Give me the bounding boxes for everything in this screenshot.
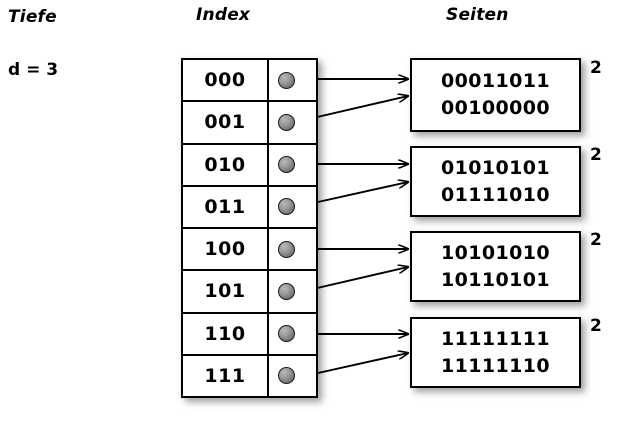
page-bucket[interactable]: 10101010 10110101 — [410, 231, 581, 302]
page-bucket[interactable]: 11111111 11111110 — [410, 317, 581, 388]
index-key: 000 — [183, 60, 269, 101]
index-key: 101 — [183, 271, 269, 312]
local-depth-label: 2 — [590, 230, 602, 250]
page-record: 11111111 — [441, 327, 550, 350]
index-pointer-cell[interactable] — [269, 229, 316, 269]
table-row[interactable]: 000 — [183, 60, 316, 103]
table-row[interactable]: 100 — [183, 229, 316, 272]
page-record: 10101010 — [441, 241, 550, 264]
page-bucket[interactable]: 00011011 00100000 — [410, 58, 581, 132]
column-header-index: Index — [196, 5, 251, 25]
index-pointer-cell[interactable] — [269, 145, 316, 185]
index-pointer-cell[interactable] — [269, 314, 316, 354]
page-record: 01010101 — [441, 156, 550, 179]
local-depth-label: 2 — [590, 316, 602, 336]
pointer-dot-icon — [278, 325, 295, 343]
page-record: 00011011 — [441, 70, 550, 93]
column-header-tiefe: Tiefe — [8, 7, 57, 27]
index-key: 111 — [183, 355, 269, 396]
pointer-dot-icon — [278, 71, 295, 89]
index-pointer-cell[interactable] — [269, 102, 316, 142]
local-depth-label: 2 — [590, 145, 602, 165]
page-bucket[interactable]: 01010101 01111010 — [410, 146, 581, 217]
index-directory-table: 000 001 010 011 100 — [181, 58, 318, 398]
pointer-dot-icon — [278, 367, 295, 385]
index-key: 110 — [183, 313, 269, 354]
column-header-seiten: Seiten — [446, 5, 509, 25]
index-pointer-cell[interactable] — [269, 356, 316, 396]
table-row[interactable]: 001 — [183, 102, 316, 145]
pointer-dot-icon — [278, 156, 295, 174]
table-row[interactable]: 010 — [183, 144, 316, 187]
page-record: 11111110 — [441, 354, 550, 377]
pointer-dot-icon — [278, 113, 295, 131]
global-depth-label: d = 3 — [8, 60, 59, 80]
table-row[interactable]: 101 — [183, 271, 316, 314]
table-row[interactable]: 111 — [183, 355, 316, 396]
pointer-dot-icon — [278, 198, 295, 216]
index-key: 010 — [183, 144, 269, 185]
index-key: 011 — [183, 186, 269, 227]
pointer-dot-icon — [278, 240, 295, 258]
index-pointer-cell[interactable] — [269, 187, 316, 227]
page-record: 10110101 — [441, 268, 550, 291]
index-key: 001 — [183, 102, 269, 143]
local-depth-label: 2 — [590, 58, 602, 78]
pointer-dot-icon — [278, 282, 295, 300]
table-row[interactable]: 110 — [183, 313, 316, 356]
table-row[interactable]: 011 — [183, 186, 316, 229]
index-key: 100 — [183, 229, 269, 270]
index-pointer-cell[interactable] — [269, 60, 316, 100]
page-record: 01111010 — [441, 183, 550, 206]
page-record: 00100000 — [441, 97, 550, 119]
index-pointer-cell[interactable] — [269, 271, 316, 311]
